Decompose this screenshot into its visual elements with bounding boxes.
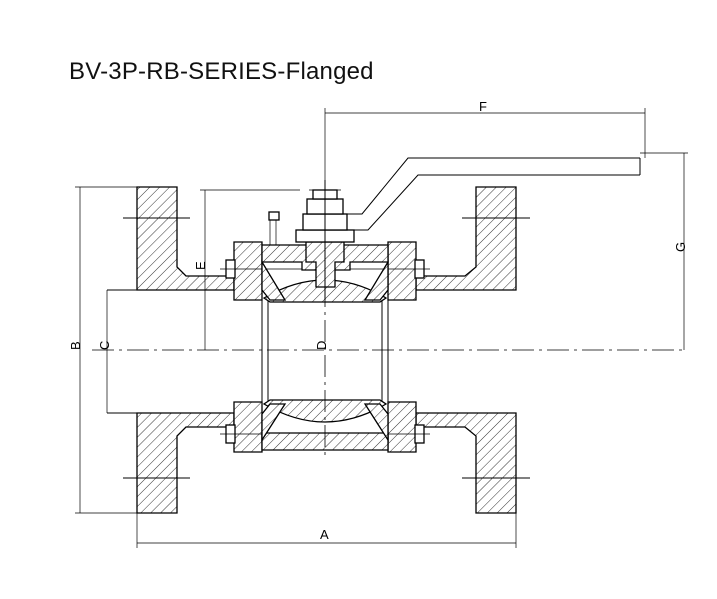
dimension-F (324, 108, 646, 188)
dim-label-F: F (479, 99, 487, 114)
end-caps (220, 241, 430, 453)
right-flange (415, 186, 530, 514)
dim-label-B: B (68, 341, 83, 350)
dim-label-D: D (314, 341, 329, 350)
dimension-A (136, 513, 517, 548)
dimension-E (200, 189, 300, 350)
dim-label-C: C (97, 341, 112, 350)
dim-label-G: G (673, 242, 688, 252)
bore-lines (107, 289, 516, 414)
dim-label-E: E (193, 261, 208, 270)
dimension-B (75, 186, 137, 514)
drawing-title: BV-3P-RB-SERIES-Flanged (69, 58, 374, 85)
dimension-G (640, 152, 688, 350)
lever-handle (343, 157, 641, 231)
dim-label-A: A (320, 527, 329, 542)
